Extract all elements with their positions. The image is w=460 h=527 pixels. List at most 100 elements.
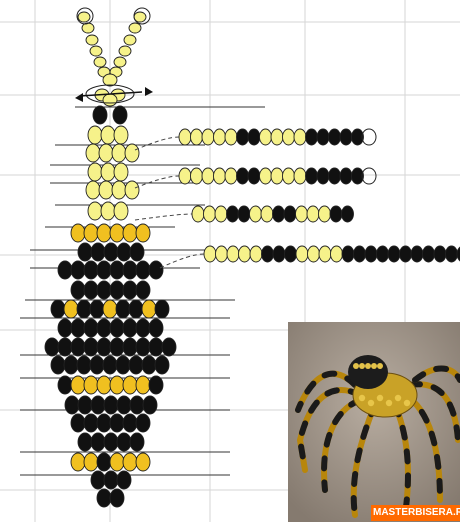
antenna-bead	[119, 46, 131, 56]
leg-bead	[179, 168, 191, 184]
body-bead	[125, 144, 139, 162]
leg-bead	[191, 168, 203, 184]
head-bead	[103, 74, 117, 86]
abdomen-bead	[117, 433, 131, 451]
abdomen-bead	[71, 281, 85, 299]
body-bead	[88, 163, 102, 181]
abdomen-bead	[142, 300, 156, 318]
leg-bead	[283, 129, 295, 145]
leg-connector	[135, 137, 179, 150]
abdomen-bead	[97, 453, 111, 471]
abdomen-bead	[97, 414, 111, 432]
abdomen-bead	[130, 433, 144, 451]
abdomen-bead	[130, 396, 144, 414]
leg-bead	[225, 129, 237, 145]
antenna-bead	[82, 23, 94, 33]
abdomen-bead	[149, 376, 163, 394]
leg-bead	[202, 168, 214, 184]
abdomen-bead	[142, 356, 156, 374]
abdomen-bead	[136, 414, 150, 432]
waist-bead	[123, 224, 137, 242]
abdomen-bead	[58, 319, 72, 337]
body-bead	[114, 126, 128, 144]
leg-bead	[342, 246, 354, 262]
leg-bead	[248, 168, 260, 184]
photo-spider-head-bead	[359, 363, 365, 369]
abdomen-bead	[136, 338, 150, 356]
site-watermark: MASTERBISERA.R	[371, 505, 460, 521]
leg-bead	[317, 129, 329, 145]
photo-background	[288, 322, 460, 522]
abdomen-bead	[110, 338, 124, 356]
leg-bead	[237, 129, 249, 145]
leg-bead	[227, 206, 239, 222]
abdomen-bead	[51, 300, 65, 318]
leg-bead	[250, 206, 262, 222]
abdomen-bead	[78, 243, 92, 261]
abdomen-bead	[78, 433, 92, 451]
photo-spider-abdomen-bead	[386, 400, 392, 406]
leg-bead	[342, 206, 354, 222]
head-bead	[103, 94, 117, 106]
abdomen-bead	[143, 396, 157, 414]
abdomen-bead	[149, 338, 163, 356]
abdomen-bead	[110, 261, 124, 279]
leg-bead	[388, 246, 400, 262]
abdomen-bead	[71, 376, 85, 394]
leg-bead	[340, 168, 352, 184]
body-bead	[88, 126, 102, 144]
body-bead	[88, 202, 102, 220]
leg-bead	[284, 206, 296, 222]
abdomen-bead	[110, 376, 124, 394]
abdomen-bead	[117, 471, 131, 489]
leg-bead	[319, 206, 331, 222]
abdomen-bead	[84, 453, 98, 471]
body-bead	[99, 144, 113, 162]
leg-bead	[239, 246, 251, 262]
leg-bead	[317, 168, 329, 184]
leg-bead	[260, 129, 272, 145]
leg-bead	[271, 168, 283, 184]
waist-bead	[71, 224, 85, 242]
neck-bead	[113, 106, 127, 124]
arrow-head	[75, 93, 83, 102]
abdomen-bead	[91, 396, 105, 414]
abdomen-bead	[45, 338, 59, 356]
abdomen-bead	[71, 319, 85, 337]
leg-bead	[294, 129, 306, 145]
leg-bead	[238, 206, 250, 222]
body-bead	[99, 181, 113, 199]
leg-bead	[306, 168, 318, 184]
waist-bead	[84, 224, 98, 242]
abdomen-bead	[97, 281, 111, 299]
abdomen-bead	[97, 261, 111, 279]
abdomen-bead	[110, 281, 124, 299]
photo-spider-head-bead	[377, 363, 383, 369]
abdomen-bead	[71, 414, 85, 432]
leg-bead	[225, 168, 237, 184]
leg-bead	[331, 246, 343, 262]
leg-bead	[248, 129, 260, 145]
leg-connector	[160, 254, 204, 268]
photo-spider-abdomen-bead	[404, 400, 410, 406]
abdomen-bead	[71, 261, 85, 279]
body-bead	[112, 144, 126, 162]
abdomen-bead	[155, 356, 169, 374]
abdomen-bead	[130, 243, 144, 261]
photo-spider-head	[348, 355, 388, 389]
body-bead	[114, 163, 128, 181]
abdomen-bead	[123, 261, 137, 279]
abdomen-bead	[84, 376, 98, 394]
leg-bead	[296, 246, 308, 262]
leg-bead	[423, 246, 435, 262]
abdomen-bead	[110, 319, 124, 337]
antenna-bead	[114, 57, 126, 67]
leg-bead	[434, 246, 446, 262]
photo-spider-abdomen-bead	[377, 395, 383, 401]
leg-connector	[135, 214, 192, 220]
abdomen-bead	[84, 281, 98, 299]
abdomen-bead	[104, 433, 118, 451]
body-bead	[125, 181, 139, 199]
abdomen-bead	[136, 319, 150, 337]
